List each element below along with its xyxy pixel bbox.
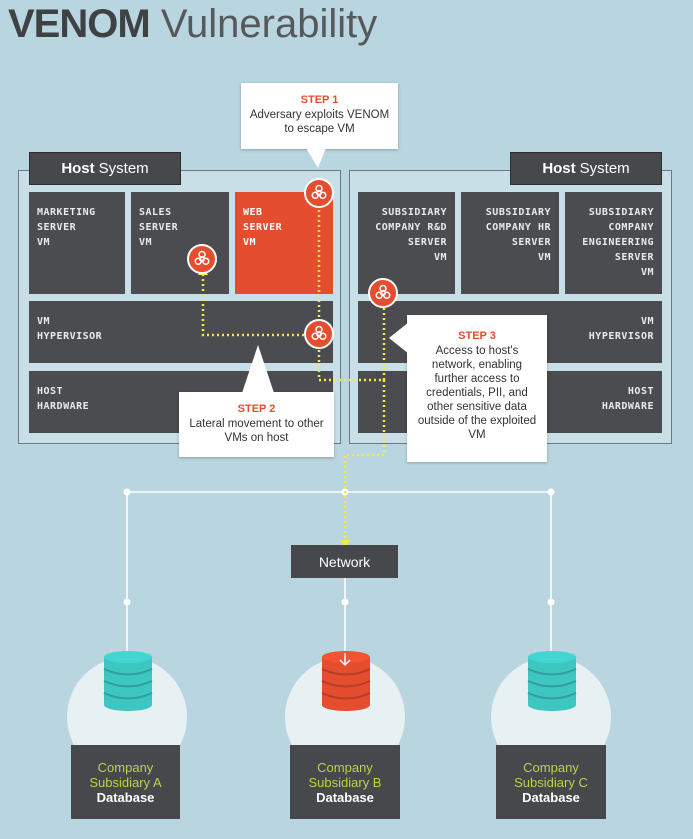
page-title: VENOM Vulnerability — [8, 2, 378, 46]
database-label-a: Company Subsidiary A Database — [71, 745, 180, 819]
vm-hypervisor-left: VM HYPERVISOR — [29, 301, 333, 363]
database-icon — [103, 651, 153, 711]
step1-pointer — [306, 148, 326, 168]
subsidiary-hr-server-vm: SUBSIDIARY COMPANY HR SERVER VM — [461, 192, 559, 294]
web-server-vm: WEB SERVER VM — [235, 192, 333, 294]
step3-callout: STEP 3 Access to host's network, enablin… — [407, 315, 547, 462]
step1-callout: STEP 1 Adversary exploits VENOM to escap… — [241, 83, 398, 149]
biohazard-icon — [304, 319, 334, 349]
biohazard-icon — [304, 178, 334, 208]
biohazard-icon — [368, 278, 398, 308]
down-arrow-icon — [339, 653, 351, 667]
step2-pointer — [242, 345, 274, 393]
database-icon — [321, 651, 371, 711]
subsidiary-rd-server-vm: SUBSIDIARY COMPANY R&D SERVER VM — [358, 192, 455, 294]
step3-pointer — [389, 322, 409, 354]
database-label-c: Company Subsidiary C Database — [496, 745, 606, 819]
database-icon — [527, 651, 577, 711]
biohazard-icon — [187, 244, 217, 274]
step2-callout: STEP 2 Lateral movement to other VMs on … — [179, 392, 334, 457]
database-label-b: Company Subsidiary B Database — [290, 745, 400, 819]
sales-server-vm: SALES SERVER VM — [131, 192, 229, 294]
network-node: Network — [291, 545, 398, 578]
subsidiary-engineering-server-vm: SUBSIDIARY COMPANY ENGINEERING SERVER VM — [565, 192, 662, 294]
marketing-server-vm: MARKETING SERVER VM — [29, 192, 125, 294]
